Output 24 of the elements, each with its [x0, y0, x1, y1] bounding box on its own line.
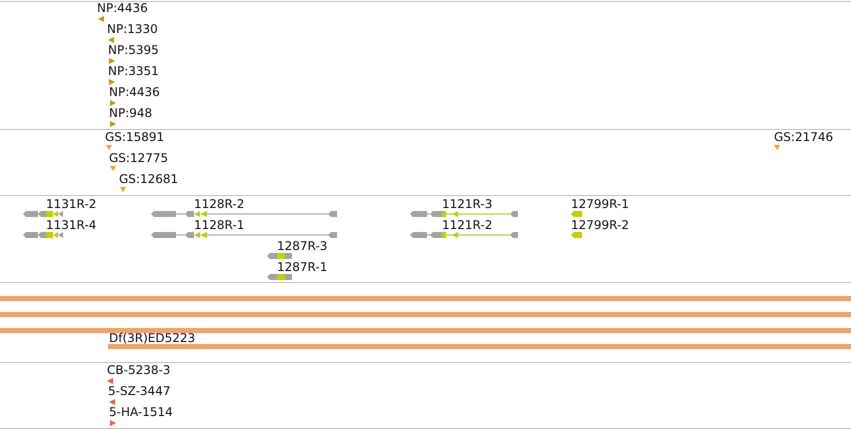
- feature-label: NP:5395: [108, 43, 159, 57]
- feature-label: Df(3R)ED5223: [109, 331, 196, 345]
- feature-label: 1131R-2: [46, 197, 96, 211]
- feature-label: 5-HA-1514: [109, 405, 173, 419]
- feature-label: 12799R-1: [571, 197, 629, 211]
- feature-label: 1121R-2: [442, 218, 492, 232]
- feature-label: NP:4436: [97, 1, 148, 15]
- feature-label: GS:12775: [109, 151, 168, 165]
- feature-label: 1131R-4: [46, 218, 96, 232]
- feature-label: NP:3351: [108, 64, 159, 78]
- feature-label: 1128R-1: [194, 218, 244, 232]
- feature-label: 1287R-3: [277, 239, 328, 253]
- feature-label: NP:1330: [107, 22, 158, 36]
- feature-label: NP:948: [109, 106, 152, 120]
- feature-label: 12799R-2: [571, 218, 629, 232]
- feature-label: 1287R-1: [277, 260, 328, 274]
- feature-label: GS:12681: [119, 172, 178, 186]
- feature-label: GS:15891: [105, 130, 164, 144]
- feature-label: GS:21746: [774, 130, 834, 144]
- feature-label: CB-5238-3: [107, 363, 170, 377]
- feature-label: 1128R-2: [194, 197, 244, 211]
- feature-label: 1121R-3: [442, 197, 492, 211]
- feature-label: NP:4436: [109, 85, 160, 99]
- feature-label: 5-SZ-3447: [108, 384, 170, 398]
